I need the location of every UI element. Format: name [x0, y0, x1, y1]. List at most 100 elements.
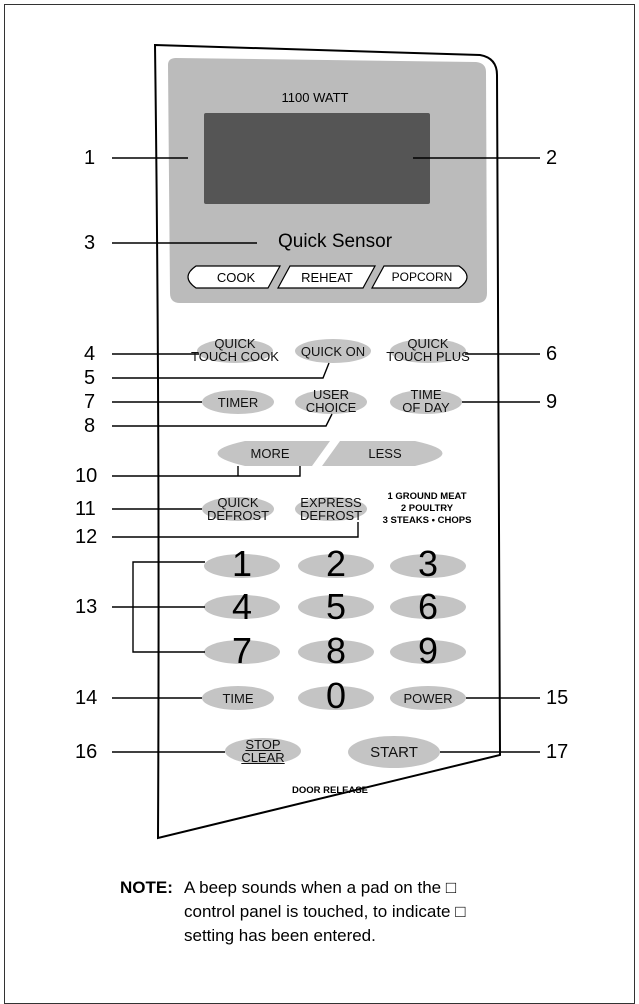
digit-5-pad[interactable]: 5: [325, 586, 347, 627]
quick-touch-cook-pad[interactable]: QUICK TOUCH COOK: [190, 337, 280, 363]
quick-touch-cook-line1: QUICK: [214, 336, 256, 351]
pad-digit-3-shape: [390, 554, 466, 578]
pad-quick-defrost-shape: [202, 497, 274, 521]
callout-6: 6: [546, 343, 558, 365]
stop-clear-line1: STOP: [245, 737, 281, 752]
defrost-categories: 1 GROUND MEAT 2 POULTRY 3 STEAKS • CHOPS: [372, 491, 482, 527]
callout-2: 2: [546, 147, 558, 169]
note-line-1: A beep sounds when a pad on the □: [184, 878, 457, 897]
pad-express-defrost-shape: [295, 497, 367, 521]
reheat-button-shape: [276, 265, 377, 289]
cook-button[interactable]: COOK: [216, 270, 256, 285]
more-pad[interactable]: MORE: [250, 446, 290, 461]
callout-17: 17: [546, 741, 569, 763]
quick-defrost-line1: QUICK: [217, 495, 259, 510]
callout-1: 1: [84, 147, 96, 169]
callout-4: 4: [84, 343, 96, 365]
quick-touch-plus-line2: TOUCH PLUS: [386, 349, 470, 364]
leader-5: [112, 362, 330, 379]
stop-clear-pad[interactable]: STOP CLEAR: [223, 738, 303, 764]
note-line-3: setting has been entered.: [184, 926, 376, 945]
digit-2-pad[interactable]: 2: [325, 543, 347, 584]
quick-defrost-line2: DEFROST: [206, 508, 270, 523]
pad-stop-clear-shape: [225, 738, 301, 764]
quick-sensor-label: Quick Sensor: [277, 231, 393, 252]
pad-digit-6-shape: [390, 595, 466, 619]
express-defrost-line2: DEFROST: [299, 508, 363, 523]
note-line-2: control panel is touched, to indicate □: [184, 902, 466, 921]
cook-button-shape: [187, 265, 282, 289]
callout-14: 14: [75, 687, 98, 709]
pad-user-choice-shape: [295, 390, 367, 414]
door-release-label: DOOR RELEASE: [291, 785, 368, 796]
callout-5: 5: [84, 367, 96, 389]
pad-digit-0-shape: [298, 686, 374, 710]
user-choice-pad[interactable]: USER CHOICE: [291, 388, 371, 414]
callout-11: 11: [75, 498, 96, 520]
pad-less-shape: [322, 441, 443, 466]
pad-digit-9-shape: [390, 640, 466, 664]
pad-digit-5-shape: [298, 595, 374, 619]
digit-6-pad[interactable]: 6: [417, 586, 439, 627]
digit-7-pad[interactable]: 7: [231, 630, 253, 671]
timer-pad[interactable]: TIMER: [217, 395, 259, 410]
time-of-day-line2: OF DAY: [402, 400, 450, 415]
user-choice-line1: USER: [312, 387, 350, 402]
time-of-day-line1: TIME: [410, 387, 442, 402]
pad-timer-shape: [202, 390, 274, 414]
leader-8: [112, 413, 333, 427]
callout-13: 13: [75, 596, 98, 618]
quick-touch-cook-line2: TOUCH COOK: [191, 349, 279, 364]
wattage-label: 1100 WATT: [281, 90, 349, 105]
reheat-button[interactable]: REHEAT: [301, 270, 353, 285]
power-pad[interactable]: POWER: [403, 691, 453, 706]
quick-on-pad[interactable]: QUICK ON: [300, 344, 366, 359]
callout-9: 9: [546, 391, 558, 413]
pad-digit-4-shape: [204, 595, 280, 619]
callout-8: 8: [84, 415, 96, 437]
pad-time-shape: [202, 686, 274, 710]
stop-clear-line2: CLEAR: [241, 750, 285, 765]
pad-digit-1-shape: [204, 554, 280, 578]
digit-3-pad[interactable]: 3: [417, 543, 439, 584]
popcorn-button-shape: [370, 265, 468, 289]
pad-quick-on-shape: [295, 339, 371, 363]
defrost-category-2: 2 POULTRY: [400, 503, 454, 514]
quick-touch-plus-pad[interactable]: QUICK TOUCH PLUS: [383, 337, 473, 363]
callout-16: 16: [75, 741, 98, 763]
callout-7: 7: [84, 391, 96, 413]
user-choice-line2: CHOICE: [305, 400, 357, 415]
time-of-day-pad[interactable]: TIME OF DAY: [386, 388, 466, 414]
start-pad[interactable]: START: [370, 744, 418, 761]
express-defrost-line1: EXPRESS: [300, 495, 362, 510]
pad-more-shape: [217, 441, 330, 466]
display-screen: [204, 113, 430, 204]
popcorn-button[interactable]: POPCORN: [391, 270, 453, 284]
defrost-category-1: 1 GROUND MEAT: [387, 491, 467, 502]
digit-9-pad[interactable]: 9: [417, 630, 439, 671]
pad-quick-touch-plus-shape: [390, 339, 466, 363]
digit-0-pad[interactable]: 0: [325, 675, 347, 716]
defrost-category-3: 3 STEAKS • CHOPS: [382, 515, 472, 526]
time-pad[interactable]: TIME: [222, 691, 254, 706]
callout-15: 15: [546, 687, 569, 709]
pad-power-shape: [390, 686, 466, 710]
callout-3: 3: [84, 232, 96, 254]
pad-quick-touch-cook-shape: [197, 339, 273, 363]
digit-1-pad[interactable]: 1: [231, 543, 253, 584]
leader-10: [112, 466, 301, 477]
quick-defrost-pad[interactable]: QUICK DEFROST: [193, 496, 283, 522]
pad-time-of-day-shape: [390, 390, 462, 414]
note-block: NOTE: A beep sounds when a pad on the □ …: [120, 876, 620, 948]
digit-4-pad[interactable]: 4: [231, 586, 253, 627]
quick-touch-plus-line1: QUICK: [407, 336, 449, 351]
callout-12: 12: [75, 526, 98, 548]
callout-10: 10: [75, 465, 98, 487]
pad-digit-2-shape: [298, 554, 374, 578]
leader-12: [112, 522, 359, 538]
less-pad[interactable]: LESS: [368, 446, 402, 461]
pad-start-shape: [348, 736, 440, 768]
express-defrost-pad[interactable]: EXPRESS DEFROST: [286, 496, 376, 522]
digit-8-pad[interactable]: 8: [325, 630, 347, 671]
